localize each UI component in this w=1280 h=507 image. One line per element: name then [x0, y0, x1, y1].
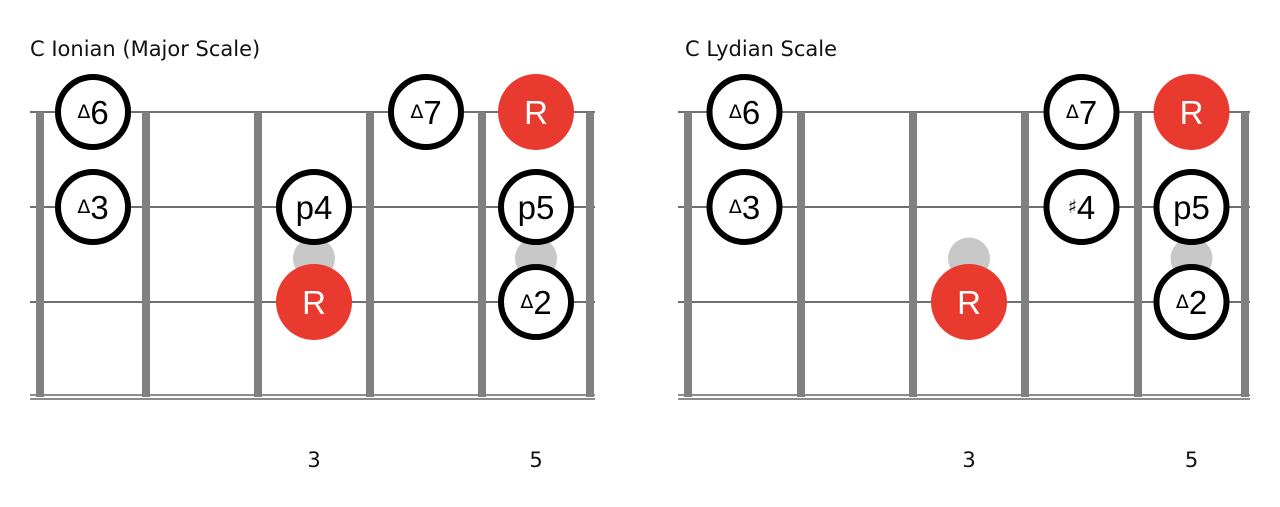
note-value: R [1180, 94, 1204, 131]
note-circle [1153, 264, 1230, 340]
note-value: R [524, 94, 548, 131]
interval-note: Δ6 [706, 74, 783, 150]
interval-note: Δ6 [55, 74, 131, 150]
root-note: R [498, 74, 574, 150]
note-circle [276, 264, 352, 340]
note-circle [706, 74, 783, 150]
interval-note: ♯4 [1043, 169, 1120, 245]
note-label: p4 [296, 189, 333, 226]
note-value: 3 [742, 189, 760, 226]
note-circle [498, 264, 574, 340]
note-label: R [1180, 94, 1204, 131]
root-note: R [1153, 74, 1230, 150]
note-label: p5 [1173, 189, 1210, 226]
note-value: 7 [423, 94, 441, 131]
root-note: R [931, 264, 1007, 340]
note-prefix: Δ [729, 196, 742, 218]
note-value: 2 [533, 284, 551, 321]
interval-note: Δ7 [1043, 74, 1120, 150]
note-label: Δ2 [520, 284, 551, 321]
note-prefix: Δ [410, 101, 423, 123]
note-label: ♯4 [1068, 189, 1096, 226]
note-value: 2 [1189, 284, 1207, 321]
note-label: Δ3 [729, 189, 760, 226]
interval-note: p4 [276, 169, 352, 245]
note-value: p5 [518, 189, 555, 226]
note-prefix: Δ [77, 196, 90, 218]
note-circle [706, 169, 783, 245]
interval-note: Δ3 [706, 169, 783, 245]
note-value: 4 [1077, 189, 1095, 226]
note-label: Δ7 [410, 94, 441, 131]
fret-number: 3 [962, 448, 975, 472]
note-prefix: Δ [1176, 291, 1189, 313]
note-circle [498, 74, 574, 150]
note-circle [1043, 74, 1120, 150]
note-circle [1153, 74, 1230, 150]
fret-number: 5 [1185, 448, 1198, 472]
note-prefix: Δ [1066, 101, 1079, 123]
note-circle [1153, 169, 1230, 245]
note-label: R [302, 284, 326, 321]
root-note: R [276, 264, 352, 340]
interval-note: Δ3 [55, 169, 131, 245]
note-value: p4 [296, 189, 333, 226]
note-label: Δ3 [77, 189, 108, 226]
fret-bar [366, 112, 374, 397]
fret-bar [1241, 112, 1249, 397]
note-label: Δ2 [1176, 284, 1207, 321]
note-prefix: Δ [729, 101, 742, 123]
note-label: Δ6 [77, 94, 108, 131]
note-value: 6 [90, 94, 108, 131]
note-circle [55, 74, 131, 150]
fret-bar [909, 112, 917, 397]
note-value: p5 [1173, 189, 1210, 226]
note-value: 6 [742, 94, 760, 131]
note-circle [276, 169, 352, 245]
interval-note: p5 [498, 169, 574, 245]
note-prefix: Δ [520, 291, 533, 313]
diagram-title: C Ionian (Major Scale) [30, 37, 260, 61]
note-label: Δ7 [1066, 94, 1097, 131]
fret-bar [1134, 112, 1142, 397]
note-prefix: Δ [77, 101, 90, 123]
fret-bar [684, 112, 692, 397]
fret-bar [797, 112, 805, 397]
fret-bar [254, 112, 262, 397]
note-value: R [957, 284, 981, 321]
note-circle [388, 74, 464, 150]
note-prefix: ♯ [1068, 196, 1077, 218]
fret-bar [1021, 112, 1029, 397]
note-label: R [524, 94, 548, 131]
fret-number: 3 [307, 448, 320, 472]
fret-bar [478, 112, 486, 397]
note-circle [1043, 169, 1120, 245]
note-label: p5 [518, 189, 555, 226]
note-label: Δ6 [729, 94, 760, 131]
fret-bar [36, 112, 44, 397]
note-value: R [302, 284, 326, 321]
note-value: 3 [90, 189, 108, 226]
note-circle [931, 264, 1007, 340]
note-circle [498, 169, 574, 245]
fret-number: 5 [529, 448, 542, 472]
fret-bar [586, 112, 594, 397]
interval-note: Δ2 [498, 264, 574, 340]
interval-note: Δ7 [388, 74, 464, 150]
diagram-title: C Lydian Scale [685, 37, 837, 61]
note-value: 7 [1079, 94, 1097, 131]
interval-note: Δ2 [1153, 264, 1230, 340]
note-label: R [957, 284, 981, 321]
note-circle [55, 169, 131, 245]
interval-note: p5 [1153, 169, 1230, 245]
fret-bar [142, 112, 150, 397]
